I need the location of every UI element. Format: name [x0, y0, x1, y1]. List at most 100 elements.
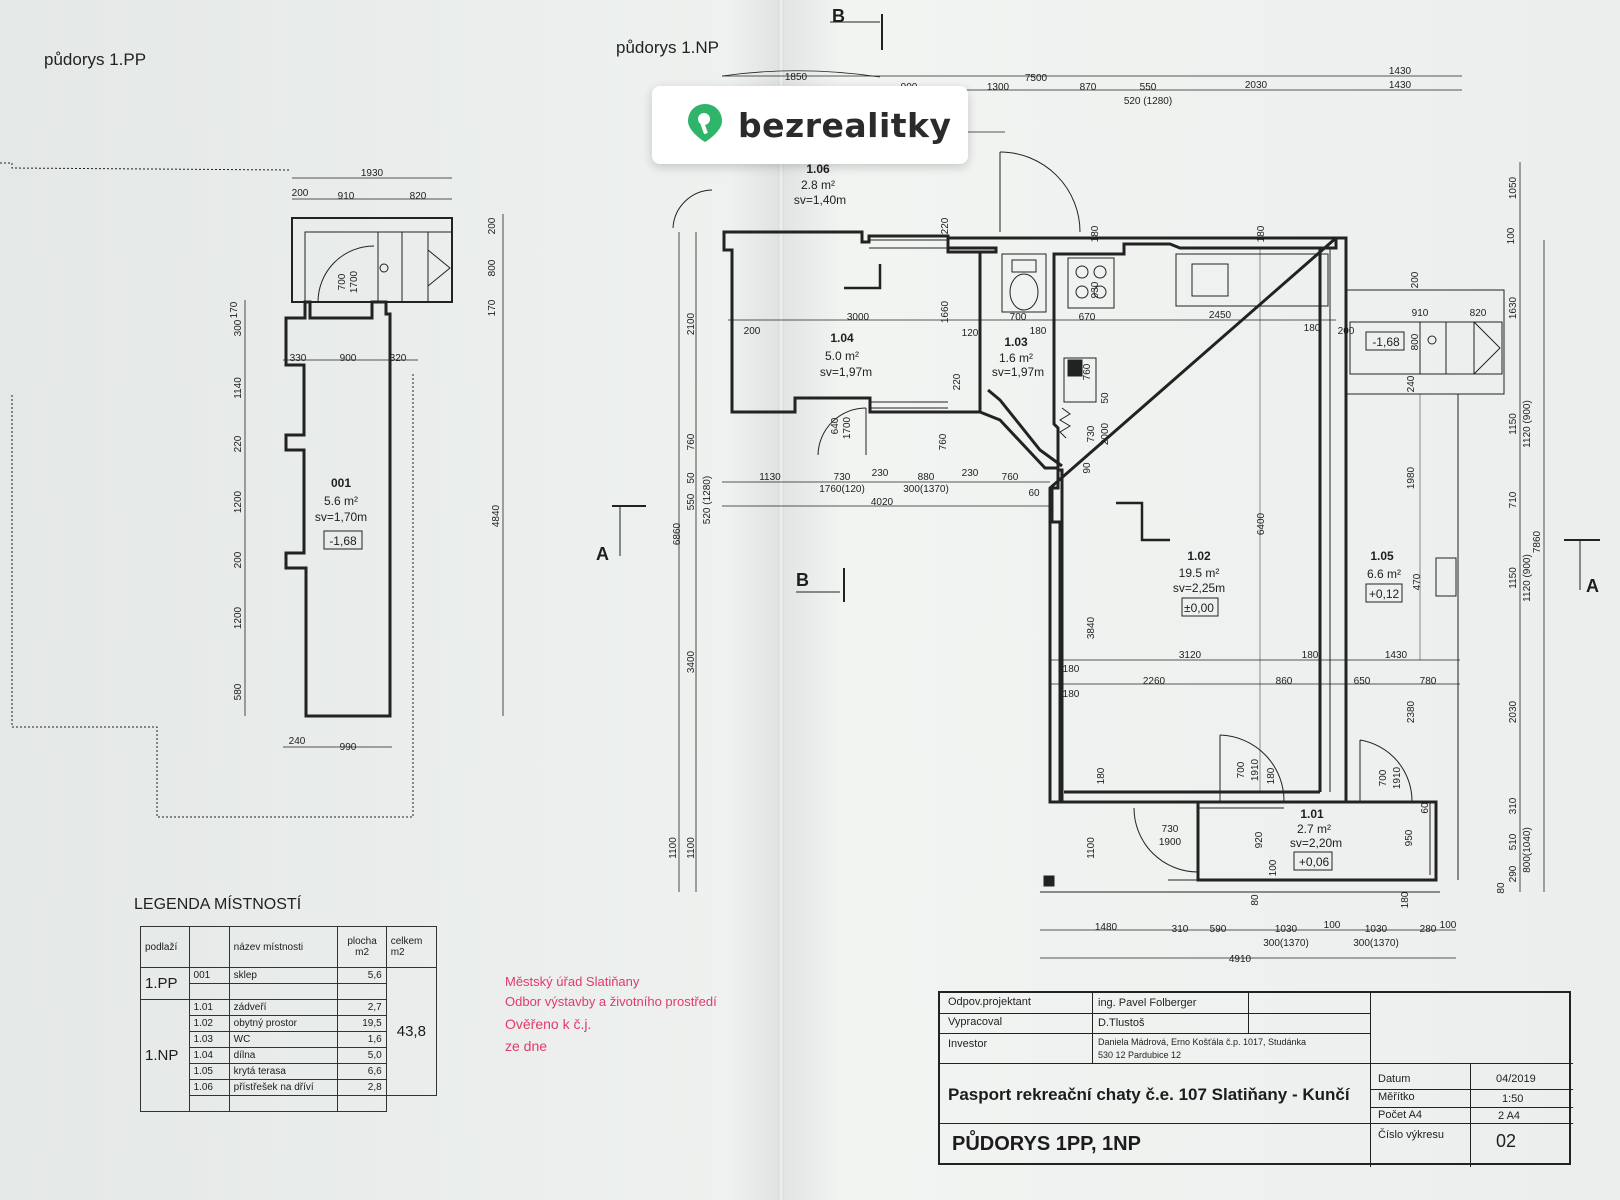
- room-103-height: sv=1,97m: [992, 365, 1044, 379]
- room-101-level: +0,06: [1299, 855, 1330, 869]
- terrace-stair: [1345, 289, 1505, 395]
- dim-mid-300: 300(1370): [903, 484, 949, 495]
- legend-row-area: 2,8: [337, 1079, 387, 1096]
- legend-floor-1np: 1.NP: [140, 999, 190, 1112]
- dim-bot-1030-a: 1030: [1275, 924, 1298, 935]
- legend-row-code: 1.04: [188, 1047, 230, 1064]
- stamp-line-3: Ověřeno k č.j.: [505, 1016, 592, 1032]
- dim-inner-180-b: 180: [1304, 323, 1321, 334]
- tb-number-label: Číslo výkresu: [1378, 1129, 1445, 1141]
- dim-low-180-e: 180: [1266, 767, 1277, 784]
- dim-1pp-top-total: 1930: [361, 168, 384, 179]
- dim-low-1100-a: 1100: [668, 837, 679, 859]
- legend-row-area: 19,5: [337, 1015, 387, 1032]
- dim-right-1150-a: 1150: [1508, 413, 1519, 435]
- heading-1pp: půdorys 1.PP: [44, 50, 147, 69]
- dim-1pp-right-2: 170: [487, 299, 498, 316]
- room-102-level: ±0,00: [1184, 601, 1214, 615]
- dim-1pp-mid-a: 330: [290, 353, 307, 364]
- dim-mid-640: 640: [830, 417, 841, 434]
- room-001-area: 5.6 m²: [324, 494, 358, 508]
- location-pin-icon: [686, 102, 724, 149]
- legend-row-name: sklep: [228, 967, 339, 984]
- dim-low-80: 80: [1250, 894, 1261, 906]
- tb-sheets-label: Počet A4: [1378, 1109, 1423, 1121]
- dim-low-180-d: 180: [1096, 767, 1107, 784]
- dim-mid-4020: 4020: [871, 497, 894, 508]
- tb-number: 02: [1496, 1131, 1517, 1151]
- room-101-code: 1.01: [1300, 807, 1324, 821]
- room-102-walls: [1048, 236, 1348, 804]
- dim-low-1100-c: 1100: [1086, 837, 1097, 859]
- dim-1pp-right-3: 4840: [491, 504, 502, 527]
- dim-mid-230-b: 230: [962, 468, 979, 479]
- dim-top-7500: 7500: [1025, 73, 1048, 84]
- dim-low-3400: 3400: [686, 650, 697, 673]
- tb-investor-label: Investor: [948, 1038, 988, 1050]
- dim-bot-1480: 1480: [1095, 922, 1118, 933]
- dim-right-80: 80: [1496, 882, 1507, 894]
- dim-low-180-b: 180: [1063, 664, 1080, 675]
- dim-1pp-left-3: 220: [233, 435, 244, 452]
- legend-row-code: 1.03: [188, 1031, 230, 1048]
- dim-1pp-top-b: 910: [338, 191, 355, 202]
- dim-mid-760-b: 760: [1082, 363, 1093, 380]
- legend-header-total: celkem m2: [385, 926, 438, 968]
- paper-fold: [778, 0, 784, 1200]
- dim-bot-590: 590: [1210, 924, 1227, 935]
- dim-inner-3000: 3000: [847, 312, 870, 323]
- dim-right-290: 290: [1508, 865, 1519, 882]
- legend-total: 43,8: [385, 967, 438, 1096]
- dim-right-470: 470: [1412, 573, 1423, 590]
- dim-top-550: 550: [1140, 82, 1157, 93]
- legend-row-area: 6,6: [337, 1063, 387, 1080]
- dim-top-1850: 1850: [785, 72, 808, 83]
- dim-inner-1660: 1660: [940, 300, 951, 323]
- room-106-code: 1.06: [806, 162, 830, 176]
- legend-row-name: dílna: [228, 1047, 339, 1064]
- section-a-right: A: [1586, 576, 1599, 596]
- dim-mid-60: 60: [1028, 488, 1040, 499]
- dim-low-920: 920: [1254, 831, 1265, 848]
- room-105-level: +0,12: [1369, 587, 1400, 601]
- section-b-top: B: [832, 6, 845, 26]
- dim-inner-200-b: 200: [1338, 326, 1355, 337]
- dim-bot-300-b: 300(1370): [1353, 938, 1399, 949]
- dim-mid-550: 550: [686, 493, 697, 510]
- dim-1pp-mid-c: 320: [390, 353, 407, 364]
- dim-inner-800: 800: [1410, 333, 1421, 350]
- dim-mid-220: 220: [952, 373, 963, 390]
- dim-low-1910-a: 1910: [1250, 758, 1261, 781]
- room-001-level: -1,68: [329, 534, 357, 548]
- dim-1pp-left-2: 1140: [233, 377, 244, 399]
- bezrealitky-banner[interactable]: bezrealitky: [652, 86, 968, 164]
- dim-top-2030: 2030: [1245, 80, 1268, 91]
- tb-investor-2: 530 12 Pardubice 12: [1098, 1050, 1182, 1060]
- room-102-height: sv=2,25m: [1173, 581, 1225, 595]
- dim-low-780: 780: [1420, 676, 1437, 687]
- room-105-code: 1.05: [1370, 549, 1394, 563]
- dim-low-180-c: 180: [1063, 689, 1080, 700]
- stair-level: -1,68: [1372, 335, 1400, 349]
- dim-inner-1630: 1630: [1508, 296, 1519, 319]
- dim-right-1150-b: 1150: [1508, 567, 1519, 589]
- room-105-area: 6.6 m²: [1367, 567, 1401, 581]
- legend-header-code: [188, 926, 230, 968]
- dim-1pp-bottom-b: 990: [340, 742, 357, 753]
- room-103-code: 1.03: [1004, 335, 1028, 349]
- dim-1pp-right-1: 800: [487, 259, 498, 276]
- dim-low-2380: 2380: [1406, 700, 1417, 723]
- dim-low-700-a: 700: [1236, 761, 1247, 778]
- terrain-dashed-outline: [0, 162, 291, 171]
- dim-1pp-bottom-a: 240: [289, 736, 306, 747]
- dim-right-7860: 7860: [1532, 530, 1543, 553]
- legend-row-name: krytá terasa: [228, 1063, 339, 1080]
- dim-top-870: 870: [1080, 82, 1097, 93]
- dim-right-1980: 1980: [1406, 466, 1417, 489]
- legend-row-area: 5,6: [337, 967, 387, 984]
- room-101-walls: [1060, 800, 1438, 882]
- dim-low-6400: 6400: [1256, 512, 1267, 535]
- dim-low-3120: 3120: [1179, 650, 1202, 661]
- room-001-walls: [284, 300, 392, 718]
